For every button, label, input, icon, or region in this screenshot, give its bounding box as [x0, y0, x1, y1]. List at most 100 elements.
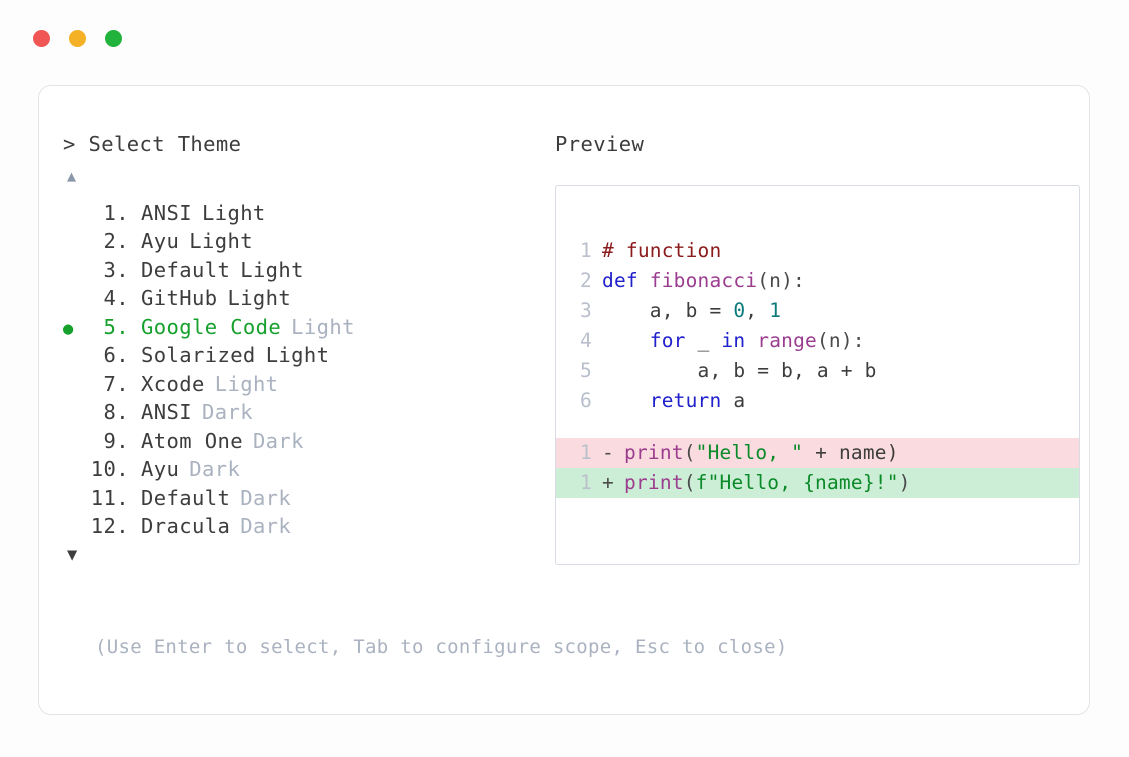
list-item-label: Ayu [141, 457, 180, 481]
code-token: print [624, 470, 684, 494]
selection-bullet-icon: ● [63, 318, 74, 339]
code-token: for [649, 328, 686, 352]
list-item-label: Xcode [141, 371, 205, 396]
list-item-variant: Dark [189, 457, 241, 481]
code-token: print [624, 440, 684, 464]
list-item-index: 7. [103, 371, 129, 396]
selection-bullet-icon: ● [63, 201, 85, 230]
list-item-variant: Light [227, 286, 292, 310]
list-item-label: ANSI [141, 400, 192, 424]
list-item-variant: Dark [240, 514, 292, 538]
list-item-label: GitHub [141, 286, 218, 310]
line-number: 4 [580, 328, 592, 352]
code-token: ( [683, 440, 696, 464]
maximize-window-icon[interactable] [105, 30, 122, 47]
code-token: a, b = b, a + b [602, 358, 877, 382]
list-item-variant: Light [214, 371, 279, 396]
code-token: , [745, 298, 770, 322]
list-item-index: 3. [103, 257, 129, 282]
code-token: in [721, 328, 746, 352]
list-item-variant: Light [189, 229, 253, 253]
theme-list: ● 1. ANSI Light ● 2. Ayu Light ● 3. [63, 199, 519, 541]
selection-bullet-icon: ● [63, 343, 85, 372]
code-text: print("Hello, " + name) [624, 438, 899, 468]
code-text: print(f"Hello, {name}!") [624, 468, 911, 498]
list-item-label: Atom One [141, 428, 243, 453]
list-item-variant: Light [240, 257, 304, 282]
list-item-variant: Dark [240, 485, 292, 510]
list-item-index: 4. [103, 286, 129, 310]
list-item-index: 6. [103, 343, 129, 367]
code-token: a, b = [602, 298, 734, 322]
selection-bullet-icon: ● [63, 258, 85, 287]
list-item-index: 11. [90, 485, 129, 510]
list-item[interactable]: ● 1. ANSI Light [63, 199, 519, 228]
list-item-label: ANSI [141, 200, 192, 225]
scroll-up-icon[interactable]: ▲ [67, 166, 77, 185]
list-item-variant: Dark [201, 400, 253, 424]
list-item[interactable]: ● 10. Ayu Dark [63, 455, 519, 484]
list-item-index: 8. [103, 400, 129, 424]
selection-bullet-icon: ● [63, 457, 85, 486]
code-text: def fibonacci(n): [602, 266, 805, 296]
code-token: 1 [769, 298, 782, 322]
list-item[interactable]: ● 11. Default Dark [63, 484, 519, 513]
scroll-down-icon[interactable]: ▼ [67, 544, 78, 565]
line-number: 6 [580, 388, 592, 412]
keyboard-hint: (Use Enter to select, Tab to configure s… [95, 636, 788, 658]
code-text: for _ in range(n): [602, 326, 865, 356]
line-number: 5 [580, 358, 592, 382]
code-token: 0 [733, 298, 746, 322]
code-text: a, b = 0, 1 [602, 296, 781, 326]
code-token: return [649, 388, 722, 412]
list-item-label: Dracula [141, 514, 231, 538]
code-token: "Hello, " [695, 440, 804, 464]
list-item-label: Ayu [141, 229, 180, 253]
list-item[interactable]: ● 3. Default Light [63, 256, 519, 285]
selection-bullet-icon: ● [63, 372, 85, 401]
list-item-variant: Light [291, 314, 355, 339]
list-item-variant: Dark [252, 428, 304, 453]
list-item[interactable]: ● 2. Ayu Light [63, 227, 519, 256]
list-item[interactable]: ● 6. Solarized Light [63, 341, 519, 370]
list-item-index: 1. [103, 200, 129, 225]
prompt-caret-icon: > [63, 132, 76, 156]
code-token: (n): [757, 268, 805, 292]
minimize-window-icon[interactable] [69, 30, 86, 47]
code-token: # function [602, 238, 722, 262]
code-line: 4 for _ in range(n): [556, 326, 1079, 356]
window-titlebar [33, 30, 122, 47]
code-token: def [602, 268, 650, 292]
list-item[interactable]: ● 12. Dracula Dark [63, 512, 519, 541]
list-item-label: Google Code [141, 314, 282, 339]
close-window-icon[interactable] [33, 30, 50, 47]
code-token: f"Hello, {name}!" [695, 470, 899, 494]
line-number: 1 [580, 470, 592, 494]
code-token: a [721, 388, 746, 412]
list-item[interactable]: ● 8. ANSI Dark [63, 398, 519, 427]
list-item-label: Default [141, 257, 231, 282]
line-number: 1 [580, 238, 592, 262]
selection-bullet-icon: ● [63, 400, 85, 429]
code-text: # function [602, 236, 721, 266]
list-item[interactable]: ● 9. Atom One Dark [63, 427, 519, 456]
diff-sign: - [602, 440, 614, 464]
list-item-variant: Light [265, 343, 330, 367]
selection-bullet-icon: ● [63, 514, 85, 543]
list-item[interactable]: ● 5. Google Code Light [63, 313, 519, 342]
code-token: _ [685, 328, 722, 352]
list-item[interactable]: ● 7. Xcode Light [63, 370, 519, 399]
list-item-index: 10. [90, 457, 129, 481]
list-item[interactable]: ● 4. GitHub Light [63, 284, 519, 313]
theme-picker-card: > Select Theme ▲ ● 1. ANSI Light ● 2. Ay… [38, 85, 1090, 715]
diff-sign: + [602, 470, 614, 494]
code-token [745, 329, 757, 352]
code-token: fibonacci [649, 268, 758, 292]
selection-bullet-icon: ● [63, 229, 85, 258]
code-line: 3 a, b = 0, 1 [556, 296, 1079, 326]
selection-bullet-icon: ● [63, 429, 85, 458]
diff-line-add: 1 + print(f"Hello, {name}!") [556, 467, 1079, 498]
list-item-index: 9. [103, 428, 129, 453]
code-line: 6 return a [556, 386, 1079, 416]
